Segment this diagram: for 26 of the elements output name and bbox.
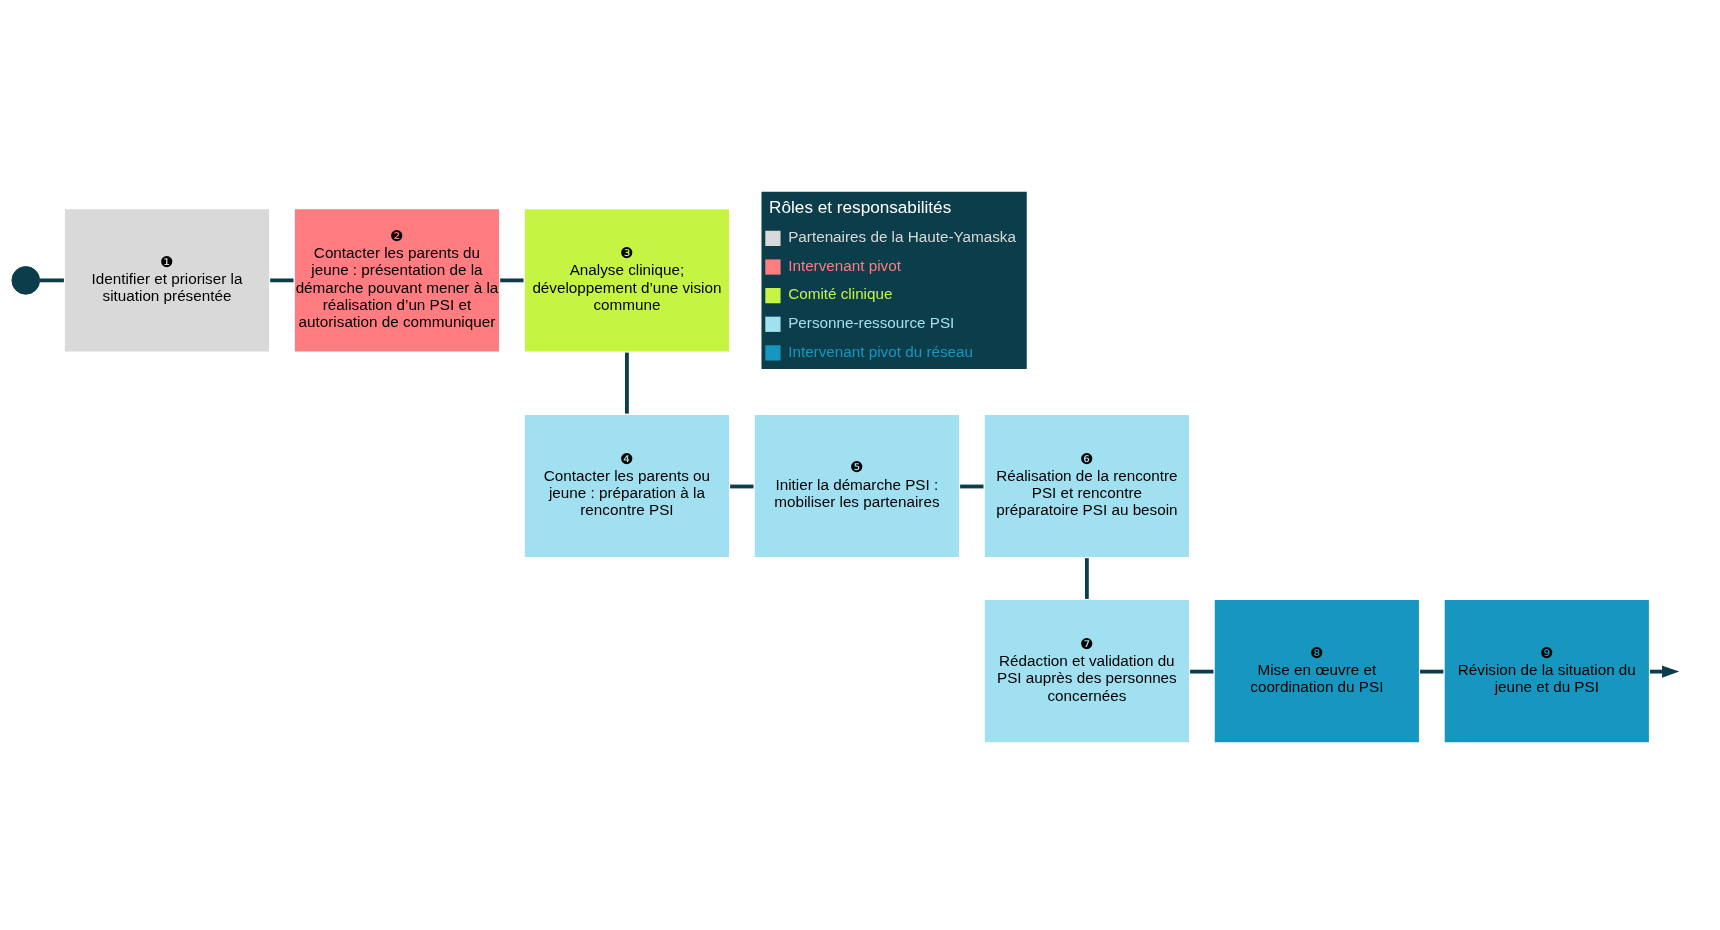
- legend-label: Intervenant pivot du réseau: [788, 342, 974, 360]
- node-box: ❽ Mise en œuvre et coordination du PSI: [1212, 597, 1421, 744]
- node-box: ❷ Contacter les parents du jeune : présentation de la démarche pouvant mener à la réalisation d’un PSI et autorisation de communiquer: [292, 206, 501, 353]
- connector: [270, 277, 294, 282]
- node-box: ❺ Initier la démarche PSI : mobiliser les partenaires: [752, 412, 961, 559]
- node-box: ❹ Contacter les parents ou jeune : préparation à la rencontre PSI: [522, 412, 731, 559]
- legend-label: Comité clinique: [788, 284, 893, 302]
- connector: [500, 277, 524, 282]
- node-circle: [11, 265, 41, 295]
- node-box: ❾ Révision de la situation du jeune et du PSI: [1442, 597, 1651, 744]
- connector: [625, 352, 629, 414]
- arrow: [1650, 665, 1680, 678]
- connector: [960, 484, 984, 488]
- legend-label: Intervenant pivot: [788, 256, 901, 274]
- node-box: ❸ Analyse clinique; développement d’une vision commune: [522, 206, 731, 353]
- connector: [730, 484, 754, 488]
- connector: [1190, 669, 1214, 674]
- node-box: ❻ Réalisation de la rencontre PSI et rencontre préparatoire PSI au besoin: [982, 412, 1191, 559]
- node-box: ❶ Identifier et prioriser la situation présentée: [62, 206, 271, 353]
- connector: [39, 277, 64, 282]
- legend-label: Partenaires de la Haute-Yamaska: [788, 227, 1016, 245]
- node-box: ❼ Rédaction et validation du PSI auprès des personnes concernées: [982, 597, 1191, 744]
- legend-label: Personne-ressource PSI: [788, 313, 955, 331]
- connector: [1420, 669, 1444, 674]
- label: Rôles et responsabilités: [769, 196, 952, 217]
- connector: [1084, 557, 1089, 599]
